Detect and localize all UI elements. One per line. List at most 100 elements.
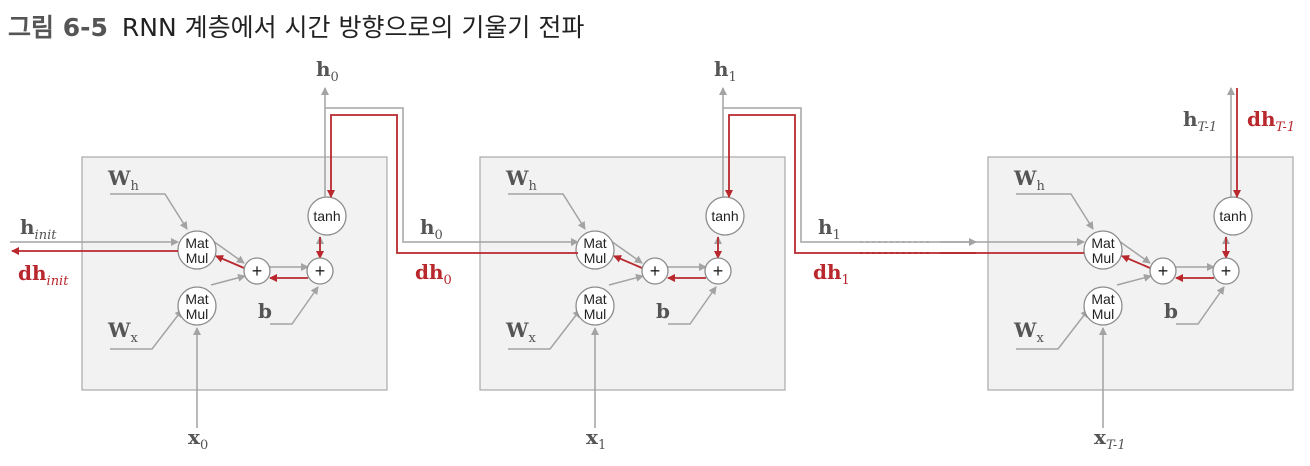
b-arrow-1 xyxy=(668,286,717,325)
wx-arrow-0 xyxy=(110,309,183,350)
tanh-node-0: tanh xyxy=(307,196,347,236)
matmul-x-1-text-1: Mat xyxy=(583,291,606,307)
wh-label-0: Wh xyxy=(107,166,139,194)
tanh-node-1-text: tanh xyxy=(711,208,738,224)
matmul-h-1-text-2: Mul xyxy=(584,250,607,266)
h-link-label-1: h1 xyxy=(818,215,841,243)
matmul-h-1-text-1: Mat xyxy=(583,235,606,251)
wh-arrow-2 xyxy=(1016,193,1094,230)
dh-link-label-1: dh1 xyxy=(813,260,850,288)
b-label-1: b xyxy=(656,299,670,323)
connection-1: h1 dh1 xyxy=(723,107,977,288)
matmul-h-2-text-1: Mat xyxy=(1091,235,1114,251)
matmul-x-1-circle xyxy=(575,286,615,326)
plus-bias-node-0: + xyxy=(306,257,334,285)
matmul-x-1-text-2: Mul xyxy=(584,306,607,322)
matmul-to-plus-0 xyxy=(212,240,245,264)
x-label-0: x0 xyxy=(188,425,208,453)
dh-link-label-0: dh0 xyxy=(415,260,452,288)
wx-arrow-2 xyxy=(1016,309,1089,350)
h-out-label-0: h0 xyxy=(316,57,339,85)
matmul-x-2-circle xyxy=(1083,286,1123,326)
tanh-node-2-text: tanh xyxy=(1219,208,1246,224)
matmul-to-plus-2 xyxy=(1118,240,1151,264)
wx-label-0: Wx xyxy=(107,318,138,346)
matmul-h-1-circle xyxy=(575,230,615,270)
dh-backward-link-0 xyxy=(327,114,578,254)
plus-node-1-circle xyxy=(641,257,669,285)
plus-to-matmul-grad-2 xyxy=(1121,255,1151,269)
connection-0: h0 dh0 xyxy=(325,107,579,288)
x-label-1: x1 xyxy=(586,425,606,453)
plus-bias-node-0-text: + xyxy=(315,261,326,281)
tanh-node-1: tanh xyxy=(705,196,745,236)
matmul2-to-plus-0 xyxy=(210,273,246,286)
wh-arrow-0 xyxy=(110,193,188,230)
figure-number: 그림 6-5 xyxy=(8,13,108,42)
matmul-x-0-circle xyxy=(177,286,217,326)
plus-node-2: + xyxy=(1149,257,1177,285)
h-link-label-0: h0 xyxy=(420,215,443,243)
figure-caption: 그림 6-5 RNN 계층에서 시간 방향으로의 기울기 전파 xyxy=(8,8,584,44)
plus-bias-node-1-text: + xyxy=(713,261,724,281)
plus-bias-node-2-text: + xyxy=(1221,261,1232,281)
matmul-x-2-text-2: Mul xyxy=(1092,306,1115,322)
matmul-x-2-text-1: Mat xyxy=(1091,291,1114,307)
h-forward-link-1 xyxy=(723,107,977,246)
plus-bias-node-1-circle xyxy=(704,257,732,285)
dh-backward-link-1 xyxy=(725,114,976,254)
links-layer: h0 dh0 h1 dh1 xyxy=(325,107,1085,288)
plus-node-1-text: + xyxy=(650,261,661,281)
matmul-to-plus-1 xyxy=(610,240,643,264)
b-label-0: b xyxy=(258,299,272,323)
dh-out-label-2: dhT-1 xyxy=(1247,107,1295,135)
x-label-2: xT-1 xyxy=(1094,425,1126,453)
plus-bias-node-2-circle xyxy=(1212,257,1240,285)
cells-layer: MatMulMatMul++tanhWhWxbx0h0MatMulMatMul+… xyxy=(81,57,1295,453)
cell-box-2 xyxy=(987,156,1294,391)
b-label-2: b xyxy=(1164,299,1178,323)
dh-init-label: dhinit xyxy=(18,261,69,289)
wx-label-1: Wx xyxy=(505,318,536,346)
cell-box-0 xyxy=(81,156,388,391)
plus-bias-node-2: + xyxy=(1212,257,1240,285)
matmul-h-2-circle xyxy=(1083,230,1123,270)
plus-node-0: + xyxy=(243,257,271,285)
wh-arrow-1 xyxy=(508,193,586,230)
wh-label-2: Wh xyxy=(1013,166,1045,194)
matmul-h-0-text-1: Mat xyxy=(185,235,208,251)
wx-arrow-1 xyxy=(508,309,581,350)
h-out-label-2: hT-1 xyxy=(1183,107,1217,135)
plus-node-2-text: + xyxy=(1158,261,1169,281)
wx-label-2: Wx xyxy=(1013,318,1044,346)
figure-title: RNN 계층에서 시간 방향으로의 기울기 전파 xyxy=(121,13,585,42)
matmul-x-0-text-1: Mat xyxy=(185,291,208,307)
plus-node-0-text: + xyxy=(252,261,263,281)
tanh-node-0-text: tanh xyxy=(313,208,340,224)
matmul2-to-plus-2 xyxy=(1116,273,1152,286)
h-forward-link-0 xyxy=(325,107,579,246)
matmul-h-0-circle xyxy=(177,230,217,270)
plus-bias-node-0-circle xyxy=(306,257,334,285)
wh-label-1: Wh xyxy=(505,166,537,194)
plus-bias-node-1: + xyxy=(704,257,732,285)
matmul2-to-plus-1 xyxy=(608,273,644,286)
tanh-node-2: tanh xyxy=(1213,196,1253,236)
b-arrow-2 xyxy=(1176,286,1225,325)
plus-node-1: + xyxy=(641,257,669,285)
cell-box-1 xyxy=(479,156,786,391)
matmul-x-0-text-2: Mul xyxy=(186,306,209,322)
plus-to-matmul-grad-0 xyxy=(215,255,245,269)
matmul-h-2-text-2: Mul xyxy=(1092,250,1115,266)
